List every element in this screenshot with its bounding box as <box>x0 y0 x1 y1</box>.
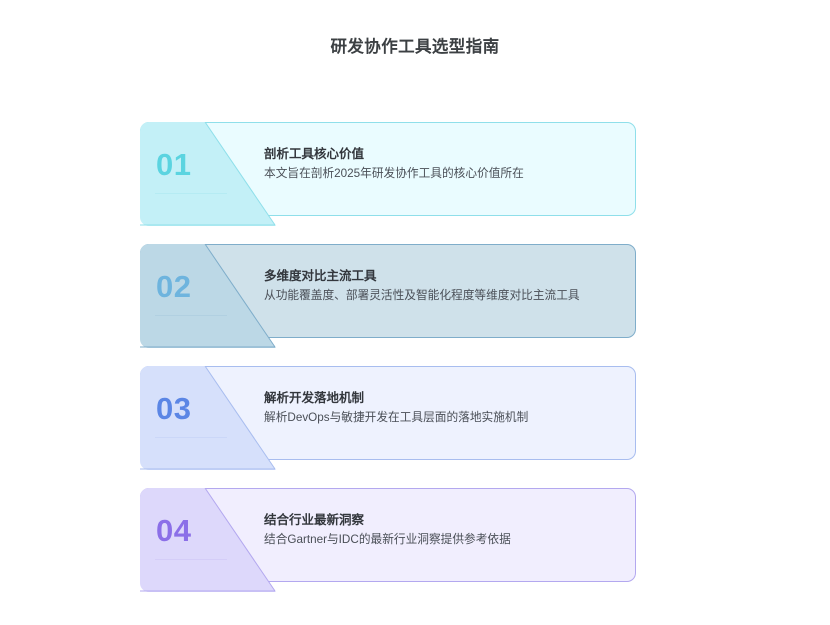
page-title: 研发协作工具选型指南 <box>330 38 500 56</box>
step-title: 剖析工具核心价值 <box>264 147 365 161</box>
step-card[interactable]: 03 解析开发落地机制 解析DevOps与敏捷开发在工具层面的落地实施机制 <box>140 366 636 470</box>
step-number: 03 <box>156 391 192 426</box>
step-description: 本文旨在剖析2025年研发协作工具的核心价值所在 <box>264 167 524 181</box>
step-number: 01 <box>156 147 192 182</box>
step-title: 多维度对比主流工具 <box>264 269 377 283</box>
step-card[interactable]: 01 剖析工具核心价值 本文旨在剖析2025年研发协作工具的核心价值所在 <box>140 122 636 226</box>
step-card[interactable]: 02 多维度对比主流工具 从功能覆盖度、部署灵活性及智能化程度等维度对比主流工具 <box>140 244 636 348</box>
step-card-body: 03 解析开发落地机制 解析DevOps与敏捷开发在工具层面的落地实施机制 <box>140 366 636 470</box>
step-description: 从功能覆盖度、部署灵活性及智能化程度等维度对比主流工具 <box>264 289 580 303</box>
step-description: 结合Gartner与IDC的最新行业洞察提供参考依据 <box>264 533 511 547</box>
step-title: 结合行业最新洞察 <box>264 513 365 527</box>
step-card-body: 01 剖析工具核心价值 本文旨在剖析2025年研发协作工具的核心价值所在 <box>140 122 636 226</box>
step-card-text: 结合行业最新洞察 结合Gartner与IDC的最新行业洞察提供参考依据 <box>264 489 533 581</box>
step-description: 解析DevOps与敏捷开发在工具层面的落地实施机制 <box>264 411 529 425</box>
step-card-list: 01 剖析工具核心价值 本文旨在剖析2025年研发协作工具的核心价值所在 02 <box>140 122 636 610</box>
step-card-body: 04 结合行业最新洞察 结合Gartner与IDC的最新行业洞察提供参考依据 <box>140 488 636 592</box>
step-card-body: 02 多维度对比主流工具 从功能覆盖度、部署灵活性及智能化程度等维度对比主流工具 <box>140 244 636 348</box>
step-card-text: 解析开发落地机制 解析DevOps与敏捷开发在工具层面的落地实施机制 <box>264 367 550 459</box>
step-number-rule <box>155 193 227 194</box>
step-number-rule <box>155 437 227 438</box>
step-number: 02 <box>156 269 192 304</box>
step-card-text: 剖析工具核心价值 本文旨在剖析2025年研发协作工具的核心价值所在 <box>264 123 546 215</box>
step-number-rule <box>155 315 227 316</box>
step-card-text: 多维度对比主流工具 从功能覆盖度、部署灵活性及智能化程度等维度对比主流工具 <box>264 245 602 337</box>
step-number: 04 <box>156 513 192 548</box>
step-title: 解析开发落地机制 <box>264 391 365 405</box>
step-card[interactable]: 04 结合行业最新洞察 结合Gartner与IDC的最新行业洞察提供参考依据 <box>140 488 636 592</box>
step-number-rule <box>155 559 227 560</box>
